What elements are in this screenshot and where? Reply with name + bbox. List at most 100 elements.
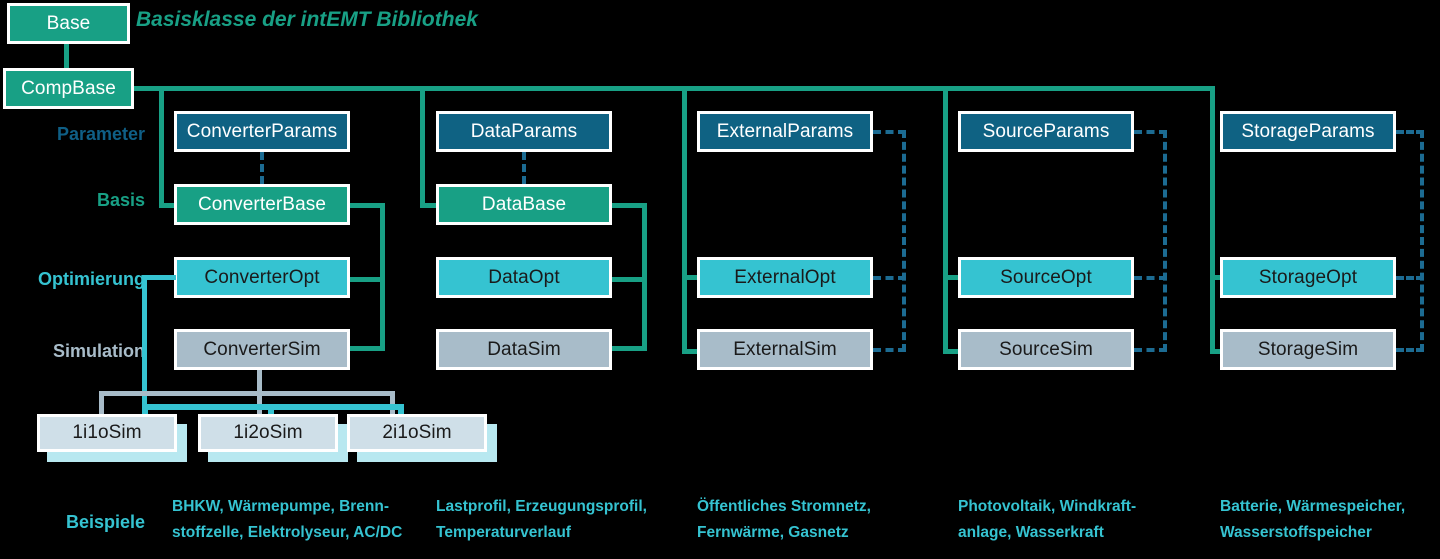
- connector-dashed-to-externalsim: [873, 348, 906, 352]
- class-box-label: ConverterBase: [197, 193, 327, 215]
- connector-database-right: [612, 203, 647, 208]
- connector-converteropt-vertical: [142, 275, 147, 424]
- leaf-drop-gray-1: [99, 391, 104, 416]
- connector-dashed-to-externalopt: [873, 276, 906, 280]
- connector-to-converteropt: [350, 277, 385, 282]
- examples-line: Temperaturverlauf: [436, 524, 571, 541]
- connector-source-dashed-vertical: [1163, 130, 1167, 352]
- class-box-converterparams[interactable]: ConverterParams: [174, 111, 350, 152]
- class-box-convertersim[interactable]: ConverterSim: [174, 329, 350, 370]
- class-box-sourcesim[interactable]: SourceSim: [958, 329, 1134, 370]
- connector-storageparams-right: [1396, 130, 1424, 134]
- examples-line: BHKW, Wärmepumpe, Brenn-: [172, 498, 390, 515]
- leaf-drop-cyan-3: [398, 404, 404, 418]
- connector-dashed-to-storagesim: [1396, 348, 1424, 352]
- connector-base-to-compbase: [64, 44, 69, 68]
- class-box-label: DataParams: [470, 120, 578, 142]
- row-label-simulation: Simulation: [52, 341, 145, 361]
- class-box-label: ConverterParams: [186, 120, 338, 142]
- row-label-beispiele: Beispiele: [65, 512, 145, 532]
- examples-line: Öffentliches Stromnetz,: [697, 498, 871, 515]
- class-box-label: ExternalParams: [716, 120, 854, 142]
- class-box-externalparams[interactable]: ExternalParams: [697, 111, 873, 152]
- bus-drop-source: [943, 86, 948, 354]
- bus-drop-converter: [159, 86, 164, 208]
- class-box-1i1osim[interactable]: 1i1oSim: [37, 414, 177, 452]
- connector-dashed-to-storageopt: [1396, 276, 1424, 280]
- examples-line: Fernwärme, Gasnetz: [697, 524, 849, 541]
- class-box-compbase[interactable]: CompBase: [3, 68, 134, 109]
- class-box-label: SourceSim: [999, 338, 1093, 360]
- examples-converter: BHKW, Wärmepumpe, Brenn- stoffzelle, Ele…: [172, 494, 422, 546]
- class-box-sourceopt[interactable]: SourceOpt: [958, 257, 1134, 298]
- class-box-storageopt[interactable]: StorageOpt: [1220, 257, 1396, 298]
- class-box-label: CompBase: [21, 77, 116, 99]
- connector-bus-to-sourcesim: [943, 349, 963, 354]
- class-box-base[interactable]: Base: [7, 3, 130, 44]
- class-box-storagesim[interactable]: StorageSim: [1220, 329, 1396, 370]
- class-box-2i1osim[interactable]: 2i1oSim: [347, 414, 487, 452]
- examples-storage: Batterie, Wärmespeicher, Wasserstoffspei…: [1220, 494, 1440, 546]
- bus-drop-data: [420, 86, 425, 208]
- bus-drop-external: [682, 86, 687, 354]
- class-box-sourceparams[interactable]: SourceParams: [958, 111, 1134, 152]
- row-label-parameter: Parameter: [56, 124, 145, 144]
- class-box-label: DataBase: [481, 193, 567, 215]
- class-box-label: ConverterSim: [203, 338, 321, 360]
- connector-to-convertersim: [350, 346, 385, 351]
- connector-dataparams-to-base: [522, 152, 526, 184]
- class-box-converterbase[interactable]: ConverterBase: [174, 184, 350, 225]
- class-box-label: ExternalOpt: [734, 266, 836, 288]
- class-box-externalsim[interactable]: ExternalSim: [697, 329, 873, 370]
- connector-bus-to-externalopt: [682, 275, 702, 280]
- bus-drop-storage: [1210, 86, 1215, 354]
- class-box-1i2osim[interactable]: 1i2oSim: [198, 414, 338, 452]
- leaf-drop-cyan-2: [268, 404, 274, 418]
- connector-externalparams-right: [873, 130, 906, 134]
- leaf-drop-gray-3: [390, 391, 395, 416]
- class-box-datasim[interactable]: DataSim: [436, 329, 612, 370]
- class-box-label: 2i1oSim: [382, 422, 452, 443]
- connector-to-datasim: [612, 346, 647, 351]
- class-box-database[interactable]: DataBase: [436, 184, 612, 225]
- class-box-label: SourceParams: [982, 120, 1110, 142]
- examples-line: stoffzelle, Elektrolyseur, AC/DC: [172, 524, 403, 541]
- class-box-label: StorageParams: [1241, 120, 1375, 142]
- connector-to-dataopt: [612, 277, 647, 282]
- class-box-storageparams[interactable]: StorageParams: [1220, 111, 1396, 152]
- examples-line: anlage, Wasserkraft: [958, 524, 1104, 541]
- examples-line: Lastprofil, Erzeugungsprofil,: [436, 498, 647, 515]
- leaf-drop-gray-2: [257, 391, 262, 416]
- row-label-optimierung: Optimierung: [38, 269, 145, 289]
- examples-line: Wasserstoffspeicher: [1220, 524, 1372, 541]
- examples-line: Batterie, Wärmespeicher,: [1220, 498, 1406, 515]
- class-box-dataopt[interactable]: DataOpt: [436, 257, 612, 298]
- leaf-bus-gray: [99, 391, 395, 396]
- connector-dashed-to-sourcesim: [1134, 348, 1167, 352]
- class-box-label: Base: [46, 12, 91, 34]
- connector-sourceparams-right: [1134, 130, 1167, 134]
- connector-converterbase-right: [350, 203, 385, 208]
- class-box-label: 1i1oSim: [72, 422, 142, 443]
- connector-dashed-to-sourceopt: [1134, 276, 1167, 280]
- connector-converteropt-left: [142, 275, 176, 280]
- connector-bus-to-converterbase: [159, 203, 179, 208]
- examples-source: Photovoltaik, Windkraft- anlage, Wasserk…: [958, 494, 1208, 546]
- leaf-drop-cyan-1: [142, 404, 148, 418]
- bus-horizontal-main: [134, 86, 1215, 91]
- examples-data: Lastprofil, Erzeugungsprofil, Temperatur…: [436, 494, 686, 546]
- class-box-label: ConverterOpt: [204, 266, 320, 288]
- diagram-headline: Basisklasse der intEMT Bibliothek: [136, 8, 478, 31]
- examples-line: Photovoltaik, Windkraft-: [958, 498, 1137, 515]
- class-box-label: DataSim: [487, 338, 561, 360]
- connector-external-dashed-vertical: [902, 130, 906, 352]
- class-box-dataparams[interactable]: DataParams: [436, 111, 612, 152]
- class-box-converteropt[interactable]: ConverterOpt: [174, 257, 350, 298]
- class-box-externalopt[interactable]: ExternalOpt: [697, 257, 873, 298]
- class-box-label: 1i2oSim: [233, 422, 303, 443]
- row-label-basis: Basis: [96, 190, 145, 210]
- class-box-label: DataOpt: [488, 266, 560, 288]
- connector-bus-to-externalsim: [682, 349, 702, 354]
- connector-storage-dashed-vertical: [1420, 130, 1424, 352]
